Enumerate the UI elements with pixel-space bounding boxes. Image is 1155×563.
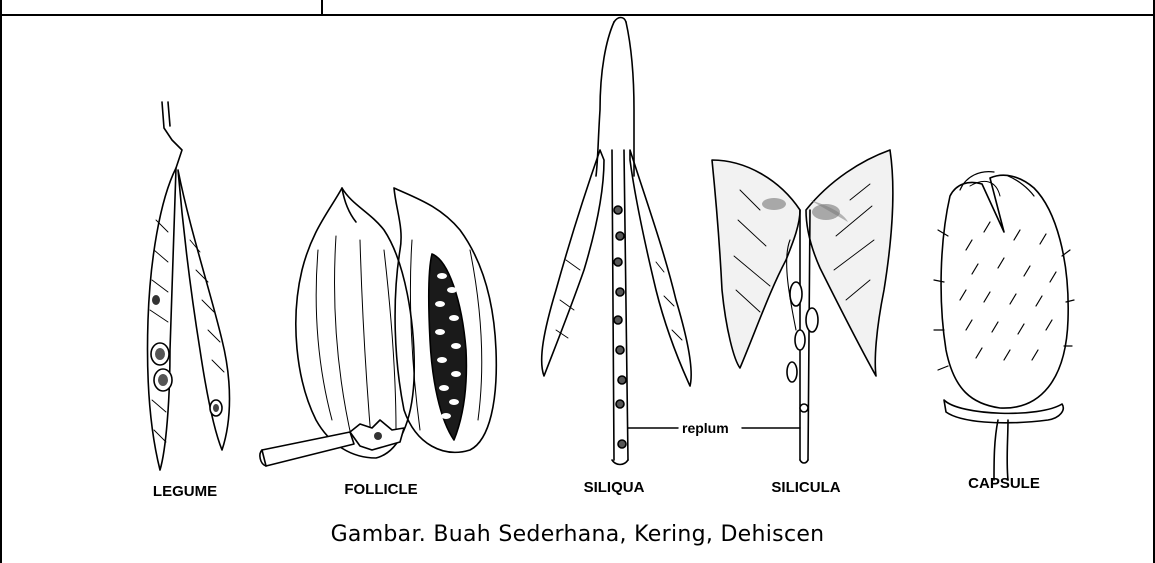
- legume-label: LEGUME: [153, 483, 217, 500]
- follicle-drawing: [260, 188, 496, 466]
- capsule-drawing: [934, 172, 1074, 480]
- follicle-label: FOLLICLE: [344, 481, 417, 498]
- silicula-label: SILICULA: [771, 479, 840, 496]
- replum-label: replum: [682, 420, 729, 436]
- siliqua-drawing: [542, 18, 692, 465]
- figure-caption: Gambar. Buah Sederhana, Kering, Dehiscen: [0, 522, 1155, 547]
- legume-drawing: [148, 102, 230, 470]
- siliqua-label: SILIQUA: [584, 479, 645, 496]
- capsule-label: CAPSULE: [968, 475, 1040, 492]
- silicula-drawing: [712, 150, 893, 463]
